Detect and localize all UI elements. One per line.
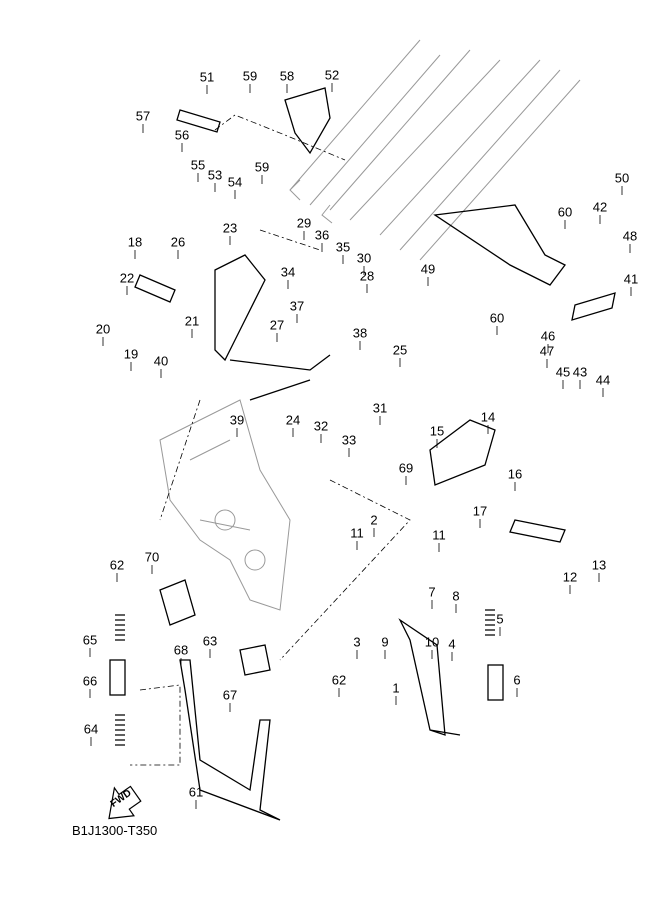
callout-59: 59: [243, 68, 257, 83]
callout-5: 5: [496, 611, 503, 626]
callout-65: 65: [83, 632, 97, 647]
callout-4: 4: [448, 636, 455, 651]
callout-22: 22: [120, 270, 134, 285]
callout-20: 20: [96, 321, 110, 336]
diagram-caption: B1J1300-T350: [72, 823, 158, 838]
callout-59: 59: [255, 159, 269, 174]
callout-46: 46: [541, 328, 555, 343]
callout-16: 16: [508, 466, 522, 481]
callout-58: 58: [280, 68, 294, 83]
callout-7: 7: [428, 584, 435, 599]
callout-9: 9: [381, 634, 388, 649]
callout-52: 52: [325, 67, 339, 82]
callout-38: 38: [353, 325, 367, 340]
callout-68: 68: [174, 642, 188, 657]
callout-50: 50: [615, 170, 629, 185]
callout-67: 67: [223, 687, 237, 702]
callout-57: 57: [136, 108, 150, 123]
callout-62: 62: [110, 557, 124, 572]
callout-49: 49: [421, 261, 435, 276]
callout-1: 1: [392, 680, 399, 695]
callout-55: 55: [191, 157, 205, 172]
callout-56: 56: [175, 127, 189, 142]
callout-11: 11: [432, 527, 446, 542]
callout-66: 66: [83, 673, 97, 688]
callout-60: 60: [558, 204, 572, 219]
callout-64: 64: [84, 721, 98, 736]
callout-21: 21: [185, 313, 199, 328]
callout-25: 25: [393, 342, 407, 357]
callout-62: 62: [332, 672, 346, 687]
callout-15: 15: [430, 423, 444, 438]
fwd-arrow: FWD: [108, 785, 142, 820]
callout-53: 53: [208, 167, 222, 182]
part-sketches: [109, 87, 616, 821]
callout-19: 19: [124, 346, 138, 361]
callout-10: 10: [425, 634, 439, 649]
callout-30: 30: [357, 250, 371, 265]
callout-70: 70: [145, 549, 159, 564]
callout-63: 63: [203, 633, 217, 648]
callout-69: 69: [399, 460, 413, 475]
callout-3: 3: [353, 634, 360, 649]
callout-33: 33: [342, 432, 356, 447]
callout-14: 14: [481, 409, 495, 424]
callout-13: 13: [592, 557, 606, 572]
callout-11: 11: [350, 525, 364, 540]
callout-35: 35: [336, 239, 350, 254]
callout-31: 31: [373, 400, 387, 415]
callout-41: 41: [624, 271, 638, 286]
callout-42: 42: [593, 199, 607, 214]
callout-44: 44: [596, 372, 610, 387]
callout-45: 45: [556, 364, 570, 379]
callout-28: 28: [360, 268, 374, 283]
frame-sketch: [159, 39, 581, 611]
callout-29: 29: [297, 215, 311, 230]
callout-23: 23: [223, 220, 237, 235]
callout-12: 12: [563, 569, 577, 584]
callout-54: 54: [228, 174, 242, 189]
callout-48: 48: [623, 228, 637, 243]
dash-lines: [130, 114, 411, 766]
callout-47: 47: [540, 343, 554, 358]
callout-17: 17: [473, 503, 487, 518]
callout-18: 18: [128, 234, 142, 249]
callout-6: 6: [513, 672, 520, 687]
callout-51: 51: [200, 69, 214, 84]
callout-27: 27: [270, 317, 284, 332]
callout-40: 40: [154, 353, 168, 368]
callout-39: 39: [230, 412, 244, 427]
callout-60: 60: [490, 310, 504, 325]
callout-32: 32: [314, 418, 328, 433]
callout-61: 61: [189, 784, 203, 799]
callout-43: 43: [573, 364, 587, 379]
callout-8: 8: [452, 588, 459, 603]
callout-34: 34: [281, 264, 295, 279]
callout-37: 37: [290, 298, 304, 313]
callout-2: 2: [370, 512, 377, 527]
callout-36: 36: [315, 227, 329, 242]
callout-26: 26: [171, 234, 185, 249]
callout-24: 24: [286, 412, 300, 427]
